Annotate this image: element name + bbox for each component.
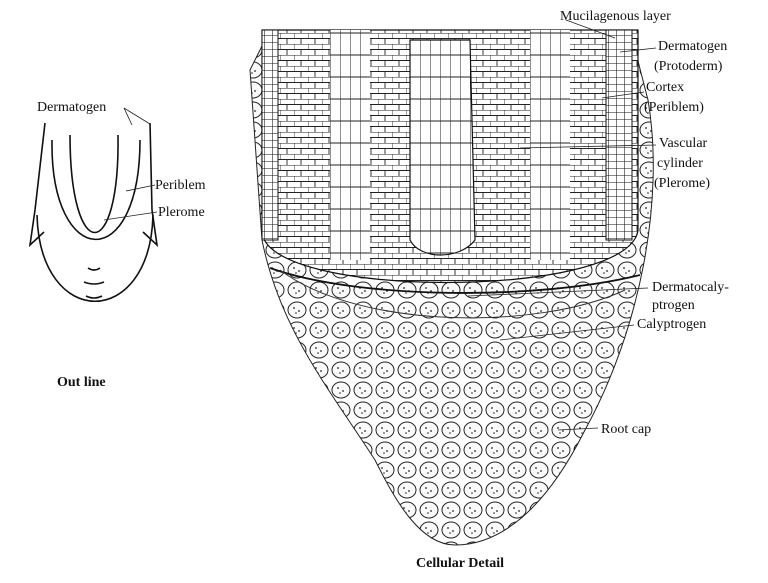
outline-dermatogen-label: Dermatogen — [37, 100, 106, 115]
outline-caption: Out line — [57, 375, 106, 390]
outline-dermatogen-leader-1 — [123, 107, 133, 126]
protoderm-label: (Protoderm) — [654, 59, 723, 74]
calyptrogen-label: Calyptrogen — [637, 317, 706, 332]
outline-right-hook — [142, 209, 159, 248]
outline-initial-mark-2 — [83, 281, 105, 285]
root-cap-leader — [557, 427, 599, 431]
cortex-leader — [601, 91, 645, 99]
mucilagenous-leader — [565, 19, 616, 39]
outline-root-cap — [36, 214, 154, 302]
outline-outer-left-line — [34, 122, 46, 211]
dermatocalyptrogen-label-2: ptrogen — [652, 298, 695, 313]
dermatocalyptrogen-line — [269, 267, 641, 294]
outline-plerome-leader — [103, 211, 158, 221]
outline-periblem-leader — [125, 184, 156, 192]
dermatogen-label: Dermatogen — [658, 39, 727, 54]
outline-initial-mark-1 — [87, 267, 101, 271]
vascular-label: Vascular — [659, 136, 708, 151]
calyptrogen-leader — [499, 324, 635, 341]
cellular-detail-figure: Mucilagenous layer Dermatogen (Protoderm… — [249, 9, 729, 571]
outline-plerome-layer — [69, 134, 119, 234]
cortex-label: Cortex — [646, 80, 684, 95]
outline-outer-right-line — [149, 122, 153, 211]
periblem-label: (Periblem) — [644, 100, 704, 115]
calyptrogen-zone-line — [279, 269, 626, 319]
cellular-detail-caption: Cellular Detail — [416, 556, 504, 571]
plerome-label: (Plerome) — [654, 176, 710, 191]
outline-initial-mark-3 — [85, 295, 103, 299]
right-edge-cells — [605, 29, 633, 241]
mucilagenous-layer-label: Mucilagenous layer — [560, 9, 671, 24]
outline-dermatogen-leader-2 — [123, 107, 151, 125]
outline-periblem-label: Periblem — [155, 178, 206, 193]
left-edge-cells — [261, 29, 279, 241]
vascular-strands — [330, 30, 570, 260]
outline-figure: Dermatogen Periblem Plerome Out line — [28, 100, 206, 390]
outline-plerome-label: Plerome — [158, 205, 205, 220]
dermatocalyptrogen-label: Dermatocaly- — [652, 280, 729, 295]
vascular-leader — [519, 144, 657, 149]
plerome-core — [409, 39, 476, 256]
outline-periblem-layer — [51, 139, 141, 240]
dermatocalyptrogen-leader — [467, 287, 649, 297]
cylinder-label: cylinder — [657, 156, 703, 171]
dermatogen-leader — [619, 47, 657, 53]
root-cap-label: Root cap — [601, 422, 651, 437]
